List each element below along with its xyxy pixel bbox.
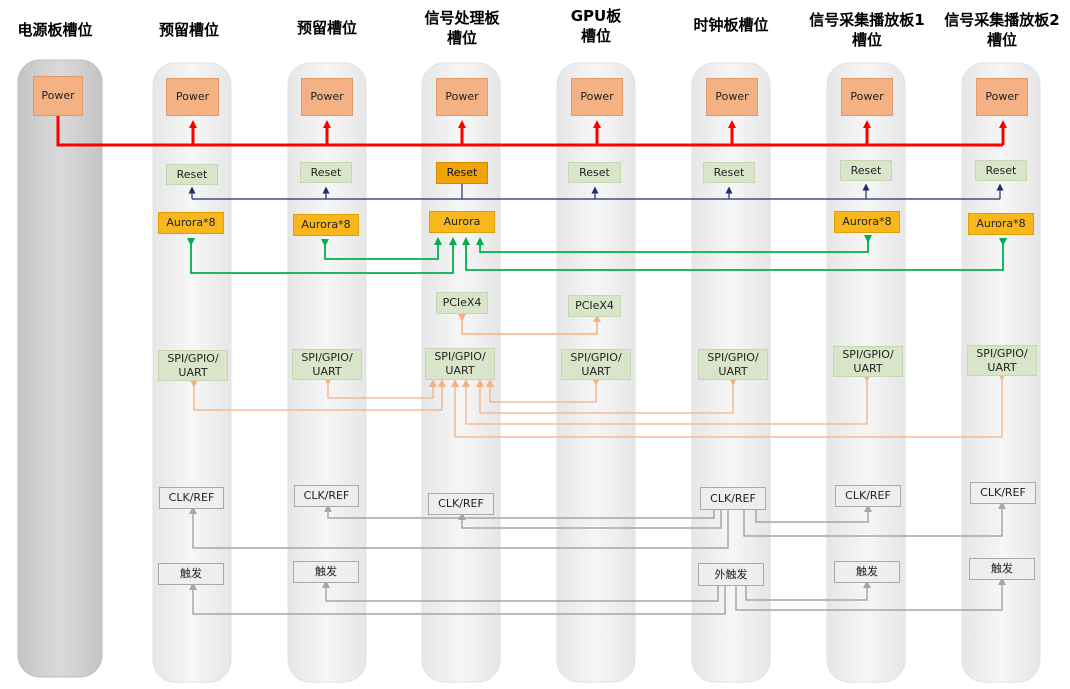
power-box-power-slot: Power: [33, 76, 83, 116]
title-signal-processing-slot: 信号处理板 槽位: [424, 9, 500, 47]
spi-box-signal-processing: SPI/GPIO/ UART: [425, 348, 495, 380]
spi-box-gpu: SPI/GPIO/ UART: [561, 349, 631, 380]
external-trigger-box-clock: 外触发: [698, 563, 764, 586]
reset-box-gpu: Reset: [568, 162, 621, 183]
pcie-box-signal-processing: PCIeX4: [436, 292, 488, 314]
trigger-box-capture-1: 触发: [834, 561, 900, 583]
power-bus: [56, 116, 1007, 147]
clk-box-clock: CLK/REF: [700, 487, 766, 510]
trigger-links: [189, 577, 1006, 615]
clk-box-capture-2: CLK/REF: [970, 482, 1036, 504]
trigger-box-reserved-2: 触发: [293, 561, 359, 583]
reset-box-clock: Reset: [703, 162, 755, 183]
clk-links: [189, 501, 1006, 549]
spi-box-reserved-1: SPI/GPIO/ UART: [158, 350, 228, 381]
spi-box-reserved-2: SPI/GPIO/ UART: [292, 349, 362, 380]
reset-box-signal-processing: Reset: [436, 162, 488, 184]
title-reserved-slot-2: 预留槽位: [296, 19, 357, 37]
trigger-box-reserved-1: 触发: [158, 563, 224, 585]
pcie-box-gpu: PCIeX4: [568, 295, 621, 317]
title-clock-slot: 时钟板槽位: [693, 16, 769, 34]
reset-box-reserved-1: Reset: [166, 164, 218, 185]
spi-box-capture-2: SPI/GPIO/ UART: [967, 345, 1037, 376]
power-box-reserved-2: Power: [301, 78, 353, 116]
power-box-gpu: Power: [571, 78, 623, 116]
aurora-box-reserved-2: Aurora*8: [293, 214, 359, 236]
clk-box-signal-processing: CLK/REF: [428, 493, 494, 515]
clk-box-reserved-2: CLK/REF: [294, 485, 359, 507]
power-box-capture-1: Power: [841, 78, 893, 116]
title-reserved-slot-1: 预留槽位: [158, 21, 219, 39]
reset-box-reserved-2: Reset: [300, 162, 352, 183]
power-box-reserved-1: Power: [166, 78, 219, 116]
spi-links: [190, 373, 1006, 438]
reset-box-capture-2: Reset: [975, 160, 1027, 181]
reset-box-capture-1: Reset: [840, 160, 892, 181]
aurora-links: [187, 235, 1007, 274]
aurora-box-reserved-1: Aurora*8: [158, 212, 224, 234]
clk-box-reserved-1: CLK/REF: [159, 487, 224, 509]
aurora-box-capture-2: Aurora*8: [968, 213, 1034, 235]
title-capture-slot-2: 信号采集播放板2 槽位: [944, 11, 1060, 49]
trigger-box-capture-2: 触发: [969, 558, 1035, 580]
spi-box-clock: SPI/GPIO/ UART: [698, 349, 768, 380]
reset-bus: [188, 183, 1004, 200]
power-box-clock: Power: [706, 78, 758, 116]
title-gpu-slot: GPU板 槽位: [570, 7, 622, 45]
title-power-slot: 电源板槽位: [17, 21, 93, 39]
pcie-link: [458, 314, 601, 335]
title-capture-slot-1: 信号采集播放板1 槽位: [809, 11, 925, 49]
slot-power: [17, 59, 103, 678]
aurora-box-signal-processing: Aurora: [429, 211, 495, 233]
spi-box-capture-1: SPI/GPIO/ UART: [833, 346, 903, 377]
clk-box-capture-1: CLK/REF: [835, 485, 901, 507]
power-box-capture-2: Power: [976, 78, 1028, 116]
aurora-box-capture-1: Aurora*8: [834, 211, 900, 233]
power-box-signal-processing: Power: [436, 78, 488, 116]
